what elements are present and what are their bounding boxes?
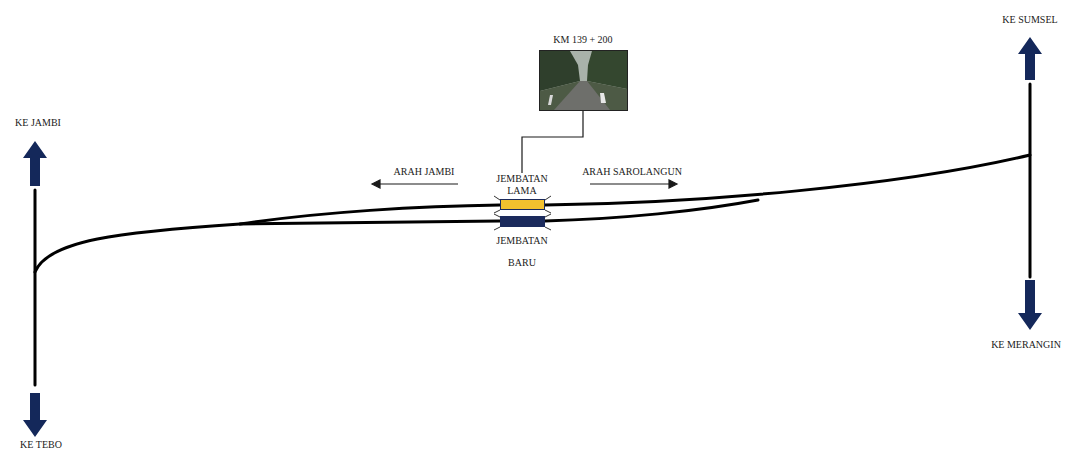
- direction-label: KE SUMSEL: [1002, 14, 1057, 26]
- direction-label: ARAH JAMBI: [394, 166, 455, 178]
- wingwall: [545, 196, 551, 200]
- arrow-down: [23, 393, 47, 437]
- road-east: [1029, 84, 1032, 277]
- arrow-head: [669, 180, 677, 188]
- arrow-head: [372, 180, 380, 188]
- road-old-east: [545, 155, 1030, 205]
- bridge: JEMBATAN BARU: [485, 216, 559, 274]
- photo-detail: [540, 51, 627, 110]
- bridge-name: JEMBATAN BARU: [485, 230, 559, 274]
- bridge-name: JEMBATAN LAMA: [485, 173, 559, 197]
- photo-detail: [548, 95, 553, 105]
- road-new-east: [545, 200, 758, 221]
- photo-image: [540, 51, 627, 110]
- bridge-deck: [500, 199, 545, 210]
- photo-callout: KM 139 + 200: [528, 34, 638, 111]
- bridge-wingwalls: [494, 196, 551, 230]
- photo-detail: [554, 81, 610, 110]
- road-new: [35, 221, 500, 272]
- road-west: [34, 190, 37, 385]
- direction-label: KE JAMBI: [15, 117, 61, 129]
- photo-detail: [540, 81, 627, 110]
- roads: [35, 84, 1030, 385]
- site-photo: [539, 50, 628, 111]
- arrow-up: [1018, 37, 1042, 80]
- bridge-deck: [500, 216, 545, 227]
- km-label: KM 139 + 200: [553, 34, 612, 46]
- leader-connector: [522, 111, 583, 173]
- bridge: JEMBATAN LAMA: [485, 173, 559, 210]
- arrow-line: [378, 183, 458, 184]
- arrow-down: [1018, 280, 1042, 330]
- direction-label: KE TEBO: [20, 439, 62, 451]
- wingwall: [545, 227, 551, 230]
- arrow-line: [590, 183, 670, 184]
- photo-detail: [600, 93, 606, 103]
- wingwall: [545, 210, 551, 213]
- direction-label: ARAH SAROLANGUN: [582, 166, 682, 178]
- road-old: [240, 205, 500, 224]
- wingwall: [494, 227, 500, 230]
- direction-label: KE MERANGIN: [991, 339, 1061, 351]
- arrow-up: [23, 141, 47, 186]
- direction-arrows: [23, 37, 1042, 437]
- wingwall: [545, 214, 551, 217]
- wingwall: [494, 210, 500, 213]
